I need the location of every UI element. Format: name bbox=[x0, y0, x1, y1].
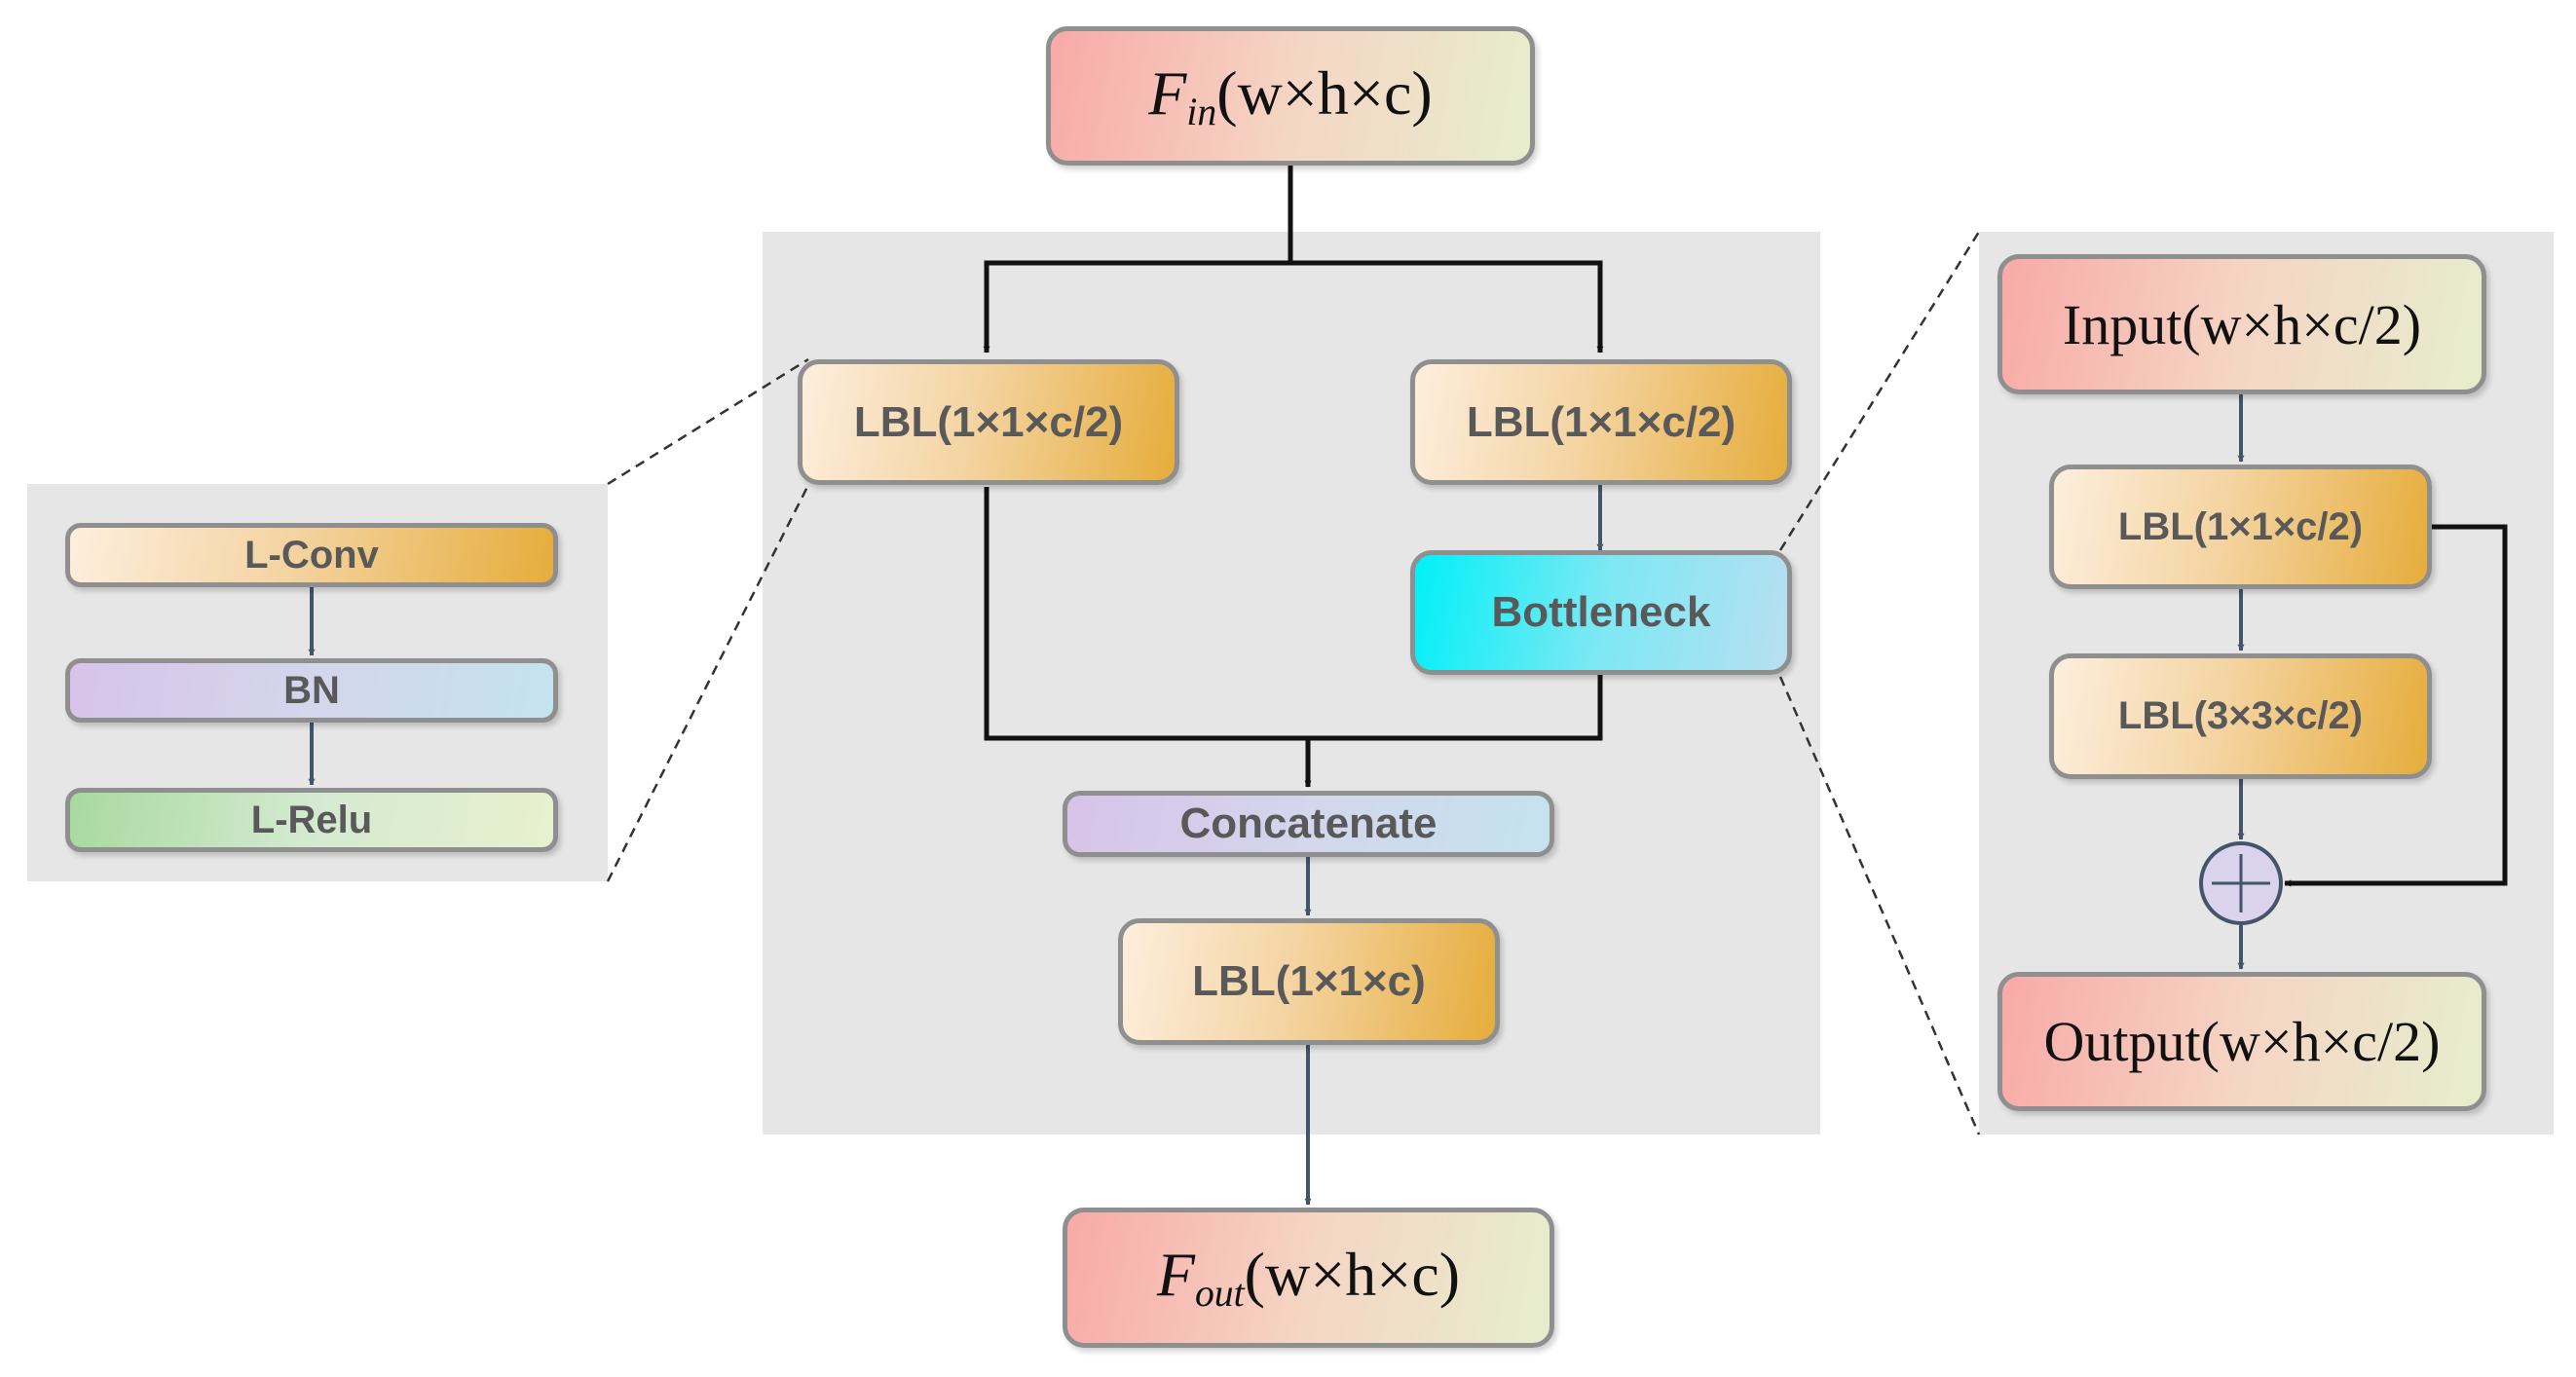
output-symbol: F bbox=[1156, 1240, 1195, 1310]
concatenate-node: Concatenate bbox=[1063, 791, 1554, 857]
l-relu-node: L-Relu bbox=[65, 788, 558, 852]
input-symbol: F bbox=[1148, 57, 1187, 128]
input-feature-node: Fin(w×h×c) bbox=[1046, 26, 1535, 166]
output-dims: (w×h×c) bbox=[1244, 1240, 1461, 1310]
lbl-output-node: LBL(1×1×c) bbox=[1118, 918, 1500, 1045]
input-dims: (w×h×c) bbox=[1216, 57, 1433, 128]
bottleneck-lbl1-node: LBL(1×1×c/2) bbox=[2049, 465, 2432, 589]
bn-node: BN bbox=[65, 658, 558, 723]
bottleneck-output-node: Output(w×h×c/2) bbox=[1997, 972, 2486, 1111]
l-conv-node: L-Conv bbox=[65, 523, 558, 587]
input-subscript: in bbox=[1186, 91, 1217, 134]
bottleneck-input-node: Input(w×h×c/2) bbox=[1997, 254, 2486, 394]
bottleneck-lbl3-node: LBL(3×3×c/2) bbox=[2049, 653, 2432, 779]
lbl-left-node: LBL(1×1×c/2) bbox=[798, 359, 1179, 485]
lbl-right-node: LBL(1×1×c/2) bbox=[1410, 359, 1792, 485]
bottleneck-node: Bottleneck bbox=[1410, 550, 1792, 675]
output-feature-node: Fout(w×h×c) bbox=[1063, 1208, 1554, 1348]
output-subscript: out bbox=[1194, 1272, 1245, 1316]
